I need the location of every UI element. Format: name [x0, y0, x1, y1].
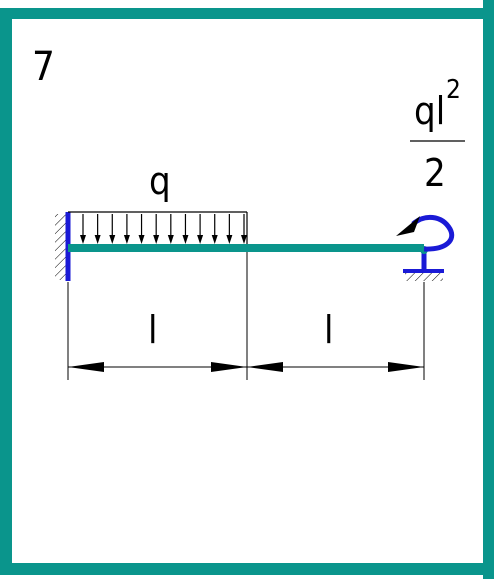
load-arrow-head	[123, 235, 130, 244]
load-arrows	[80, 214, 247, 244]
load-arrow-head	[211, 235, 218, 244]
dimension-arrows	[68, 362, 424, 372]
load-arrow-head	[80, 235, 86, 244]
load-arrow-head	[94, 235, 101, 244]
distributed-load	[68, 211, 248, 246]
moment-numerator: ql	[414, 89, 445, 133]
moment-denominator: 2	[424, 151, 446, 195]
load-arrow-head	[197, 235, 204, 244]
load-arrow-head	[109, 235, 116, 244]
moment-exponent: 2	[446, 75, 461, 105]
beam	[68, 244, 424, 252]
moment-arrow	[396, 214, 455, 252]
load-arrow-head	[182, 235, 189, 244]
load-arrow-head	[241, 235, 247, 244]
load-arrow-head	[167, 235, 174, 244]
dimension-lines	[67, 252, 425, 380]
span-right-label: l	[324, 308, 334, 352]
fixed-support	[55, 212, 71, 281]
span-left-label: l	[148, 308, 158, 352]
load-arrow-head	[138, 235, 145, 244]
problem-number: 7	[32, 44, 55, 90]
load-label: q	[149, 159, 171, 203]
load-arrow-head	[226, 235, 233, 244]
load-arrow-head	[153, 235, 160, 244]
